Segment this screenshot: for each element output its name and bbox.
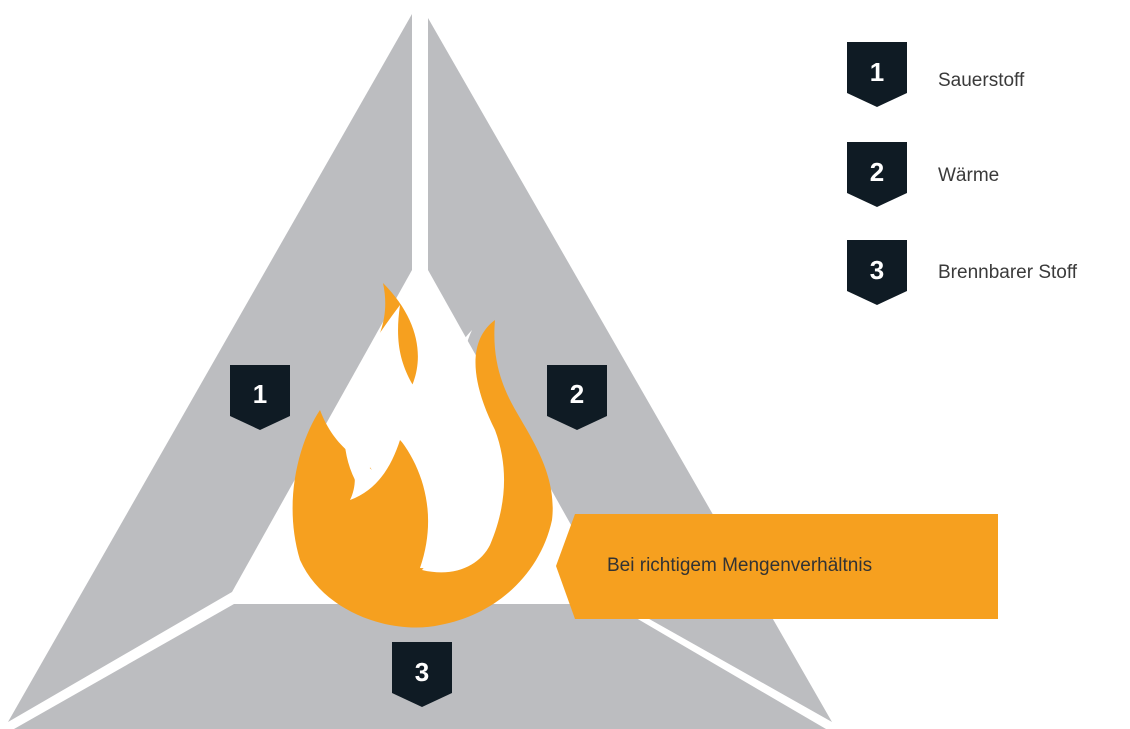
badge-number-side-3: 3 — [415, 657, 429, 687]
flame-inner-cutout — [344, 305, 494, 569]
badge-number-side-2: 2 — [570, 379, 584, 409]
callout-arrow-box — [556, 514, 998, 619]
badge-shape — [230, 365, 290, 430]
legend-label-brennbarer-stoff: Brennbarer Stoff — [938, 262, 1078, 283]
triangle-segment-sauerstoff — [8, 14, 412, 722]
badge-side-1: 1 — [230, 365, 290, 430]
legend-label-waerme: Wärme — [938, 165, 1000, 186]
badge-shape — [847, 240, 907, 305]
legend-badge-number-3: 3 — [870, 255, 884, 285]
legend-label-sauerstoff: Sauerstoff — [938, 70, 1025, 91]
legend-badge-1: 1 — [847, 42, 907, 107]
badge-shape — [392, 642, 452, 707]
legend-badge-number-2: 2 — [870, 157, 884, 187]
callout-text: Bei richtigem Mengenverhältnis — [607, 555, 873, 576]
flame-shape — [292, 283, 553, 628]
flame-icon — [292, 283, 553, 628]
badge-shape — [847, 42, 907, 107]
badge-number-side-1: 1 — [253, 379, 267, 409]
legend-badge-2: 2 — [847, 142, 907, 207]
legend-badge-3: 3 — [847, 240, 907, 305]
badge-shape — [847, 142, 907, 207]
legend-badge-number-1: 1 — [870, 57, 884, 87]
badge-side-2: 2 — [547, 365, 607, 430]
badge-shape — [547, 365, 607, 430]
badge-side-3: 3 — [392, 642, 452, 707]
